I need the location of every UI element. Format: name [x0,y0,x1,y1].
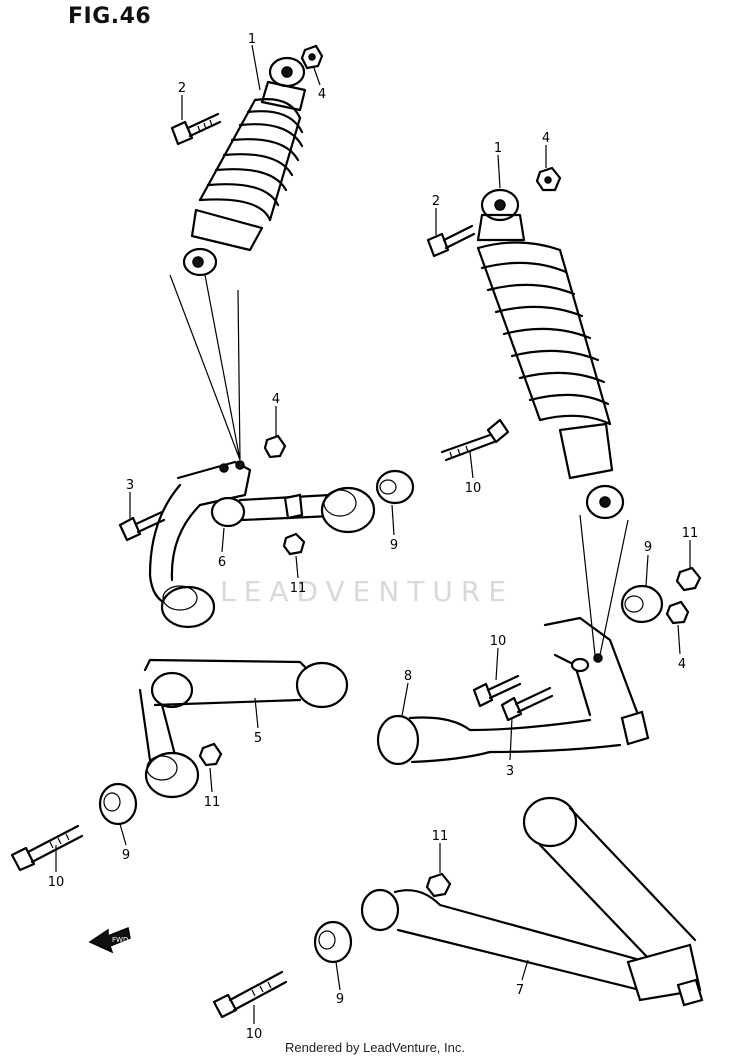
callout-11: 11 [682,526,699,541]
callout-9: 9 [122,848,130,863]
right-bolt-10-upper[interactable] [440,418,510,462]
callout-11: 11 [204,795,221,810]
callout-11: 11 [290,581,307,596]
right-upper-arm[interactable] [376,616,650,766]
callout-10: 10 [48,875,65,890]
lower-left-nut-11[interactable] [198,742,223,767]
lower-right-bushing[interactable] [313,920,353,964]
callout-1: 1 [248,32,256,47]
lower-left-bolt-10[interactable] [10,824,84,872]
callout-1: 1 [494,141,502,156]
callout-9: 9 [390,538,398,553]
callout-8: 8 [404,669,412,684]
leader-lines [55,44,691,1024]
callout-11: 11 [432,829,449,844]
callout-10: 10 [246,1027,263,1042]
upper-left-arm[interactable] [148,460,376,629]
callout-10: 10 [465,481,482,496]
right-shock-nut[interactable] [535,166,562,192]
callout-9: 9 [644,540,652,555]
left-shock-absorber[interactable] [182,56,307,277]
callout-10: 10 [490,634,507,649]
callout-7: 7 [516,983,524,998]
footer-credit: Rendered by LeadVenture, Inc. [285,1040,465,1055]
callout-9: 9 [336,992,344,1007]
right-arm-bolt-3[interactable] [500,686,554,722]
callout-4: 4 [318,87,326,102]
callout-4: 4 [678,657,686,672]
lower-right-nut-11[interactable] [425,872,452,898]
callout-2: 2 [432,194,440,209]
left-shock-bolt[interactable] [170,112,222,146]
fwd-label: FWD [112,936,128,944]
figure-title: FIG.46 [68,4,152,29]
right-arm-bolt-10[interactable] [472,674,522,708]
left-arm-nut-11[interactable] [282,532,306,556]
callout-5: 5 [254,731,262,746]
lower-left-arm[interactable] [138,658,349,799]
callout-3: 3 [506,764,514,779]
callout-6: 6 [218,555,226,570]
callout-4: 4 [542,131,550,146]
callout-4: 4 [272,392,280,407]
lower-left-bushing[interactable] [98,782,138,826]
right-arm-bushing[interactable] [620,584,664,624]
lower-right-a-arm[interactable] [360,796,704,1007]
right-shock-bolt[interactable] [426,224,476,258]
left-arm-bushing[interactable] [375,469,415,505]
callout-3: 3 [126,478,134,493]
callout-2: 2 [178,81,186,96]
watermark-text: LEADVENTURE [220,575,515,608]
lower-right-bolt-10[interactable] [212,970,288,1019]
right-shock-absorber[interactable] [476,188,625,520]
left-arm-nut-4[interactable] [263,434,287,459]
right-arm-nut-11[interactable] [675,566,702,592]
forward-direction-arrow: FWD [88,926,131,954]
left-arm-bolt-3[interactable] [118,510,166,542]
left-shock-nut[interactable] [300,44,324,70]
right-arm-nut-4[interactable] [665,600,690,625]
